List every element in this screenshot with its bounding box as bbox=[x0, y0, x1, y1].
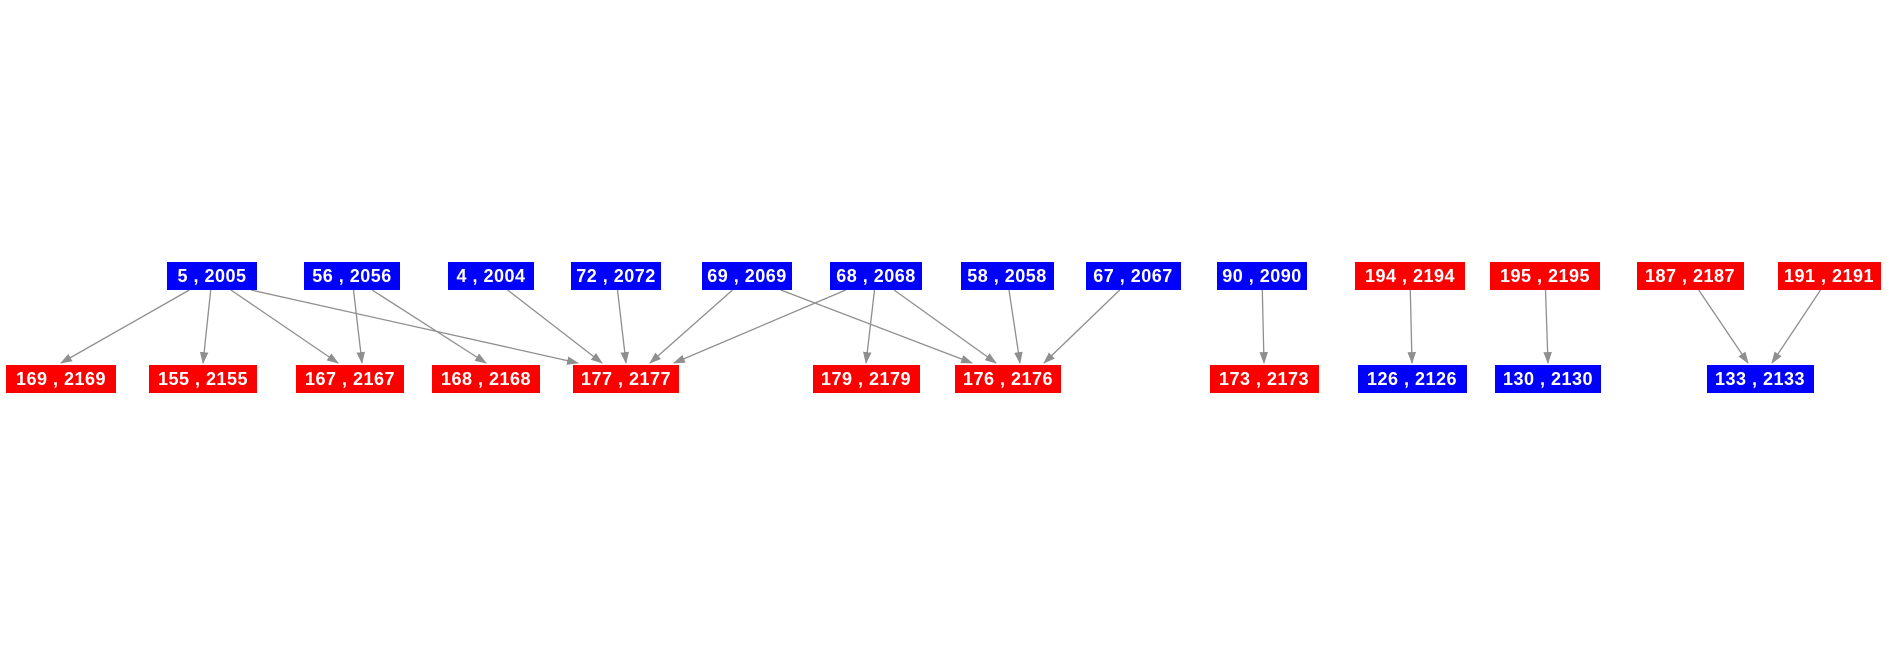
edge-68-2068-to-177-2177 bbox=[672, 289, 846, 364]
graph-node-179-2179: 179 , 2179 bbox=[812, 365, 920, 393]
node-label: 169 , 2169 bbox=[15, 368, 107, 389]
node-label: 179 , 2179 bbox=[820, 368, 912, 389]
node-label: 194 , 2194 bbox=[1364, 265, 1456, 286]
edge-5-2005-to-177-2177 bbox=[250, 289, 580, 365]
graph-node-69-2069: 69 , 2069 bbox=[702, 262, 792, 290]
node-label: 90 , 2090 bbox=[1222, 265, 1302, 286]
graph-node-167-2167: 167 , 2167 bbox=[296, 365, 404, 393]
node-label: 126 , 2126 bbox=[1366, 368, 1458, 389]
graph-node-187-2187: 187 , 2187 bbox=[1636, 262, 1744, 290]
graph-node-168-2168: 168 , 2168 bbox=[432, 365, 540, 393]
edge-90-2090-to-173-2173 bbox=[1259, 289, 1268, 365]
graph-node-68-2068: 68 , 2068 bbox=[830, 262, 922, 290]
graph-node-126-2126: 126 , 2126 bbox=[1357, 365, 1467, 393]
graph-node-133-2133: 133 , 2133 bbox=[1706, 365, 1814, 393]
edge-5-2005-to-167-2167 bbox=[230, 289, 339, 364]
graph-node-72-2072: 72 , 2072 bbox=[571, 262, 661, 290]
graph-node-4-2004: 4 , 2004 bbox=[448, 262, 534, 290]
edge-195-2195-to-130-2130 bbox=[1543, 289, 1552, 365]
edge-69-2069-to-176-2176 bbox=[780, 289, 974, 364]
graph-node-177-2177: 177 , 2177 bbox=[573, 365, 679, 393]
edge-5-2005-to-155-2155 bbox=[199, 289, 212, 365]
edge-5-2005-to-169-2169 bbox=[60, 289, 190, 364]
node-label: 155 , 2155 bbox=[157, 368, 249, 389]
node-label: 56 , 2056 bbox=[312, 265, 392, 286]
graph-node-58-2058: 58 , 2058 bbox=[960, 262, 1054, 290]
node-label: 187 , 2187 bbox=[1644, 265, 1736, 286]
graph-node-155-2155: 155 , 2155 bbox=[149, 365, 257, 393]
edge-67-2067-to-176-2176 bbox=[1043, 289, 1121, 364]
graph-node-90-2090: 90 , 2090 bbox=[1217, 262, 1307, 290]
node-label: 195 , 2195 bbox=[1499, 265, 1591, 286]
graph-node-67-2067: 67 , 2067 bbox=[1085, 262, 1181, 290]
node-label: 177 , 2177 bbox=[580, 368, 672, 389]
node-label: 167 , 2167 bbox=[304, 368, 396, 389]
node-label: 176 , 2176 bbox=[962, 368, 1054, 389]
node-label: 72 , 2072 bbox=[576, 265, 656, 286]
graph-node-130-2130: 130 , 2130 bbox=[1495, 365, 1601, 393]
graph-node-191-2191: 191 , 2191 bbox=[1777, 262, 1881, 290]
edge-194-2194-to-126-2126 bbox=[1407, 289, 1416, 365]
edge-69-2069-to-177-2177 bbox=[649, 289, 733, 364]
node-label: 191 , 2191 bbox=[1783, 265, 1875, 286]
graph-node-5-2005: 5 , 2005 bbox=[167, 262, 257, 290]
edge-68-2068-to-179-2179 bbox=[863, 289, 876, 365]
edge-56-2056-to-167-2167 bbox=[352, 289, 365, 365]
node-label: 68 , 2068 bbox=[836, 265, 916, 286]
node-label: 168 , 2168 bbox=[440, 368, 532, 389]
graph-node-194-2194: 194 , 2194 bbox=[1355, 262, 1465, 290]
node-label: 173 , 2173 bbox=[1218, 368, 1310, 389]
node-label: 69 , 2069 bbox=[707, 265, 787, 286]
edge-191-2191-to-133-2133 bbox=[1771, 289, 1822, 364]
node-label: 133 , 2133 bbox=[1714, 368, 1806, 389]
edge-72-2072-to-177-2177 bbox=[616, 289, 629, 365]
graph-node-195-2195: 195 , 2195 bbox=[1490, 262, 1600, 290]
node-label: 130 , 2130 bbox=[1502, 368, 1594, 389]
node-label: 67 , 2067 bbox=[1093, 265, 1173, 286]
node-label: 4 , 2004 bbox=[456, 265, 526, 286]
graph-node-169-2169: 169 , 2169 bbox=[6, 365, 116, 393]
graph-node-176-2176: 176 , 2176 bbox=[955, 365, 1061, 393]
edge-58-2058-to-176-2176 bbox=[1008, 289, 1023, 365]
graph-node-173-2173: 173 , 2173 bbox=[1209, 365, 1319, 393]
edge-187-2187-to-133-2133 bbox=[1698, 289, 1749, 364]
edge-56-2056-to-168-2168 bbox=[371, 289, 487, 364]
graph-node-56-2056: 56 , 2056 bbox=[304, 262, 400, 290]
node-label: 58 , 2058 bbox=[967, 265, 1047, 286]
edge-68-2068-to-176-2176 bbox=[893, 289, 997, 364]
node-label: 5 , 2005 bbox=[177, 265, 247, 286]
edge-4-2004-to-177-2177 bbox=[507, 289, 603, 364]
